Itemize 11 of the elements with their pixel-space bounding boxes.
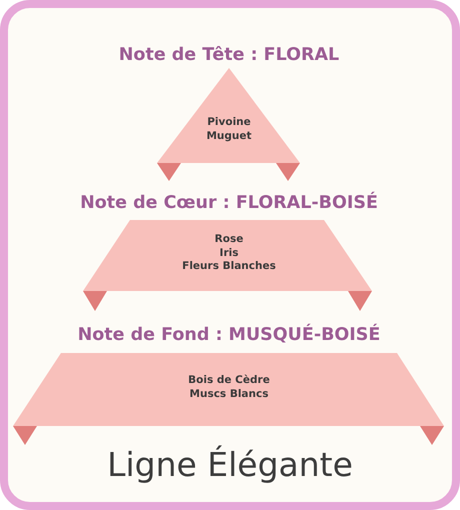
note-text: Iris: [220, 246, 238, 260]
note-text: Pivoine: [207, 116, 251, 129]
note-text: Fleurs Blanches: [182, 260, 276, 273]
note-text: Muguet: [206, 130, 252, 142]
tier-heading: Note de Fond : MUSQUÉ-BOISÉ: [78, 324, 380, 346]
title-text: Ligne Élégante: [107, 445, 353, 485]
note-text: Muscs Blancs: [190, 388, 268, 400]
tier-heading: Note de Tête : FLORAL: [118, 44, 340, 66]
note-text: Bois de Cèdre: [188, 374, 270, 387]
tier-heading: Note de Cœur : FLORAL-BOISÉ: [80, 192, 378, 214]
note-text: Rose: [214, 233, 244, 246]
